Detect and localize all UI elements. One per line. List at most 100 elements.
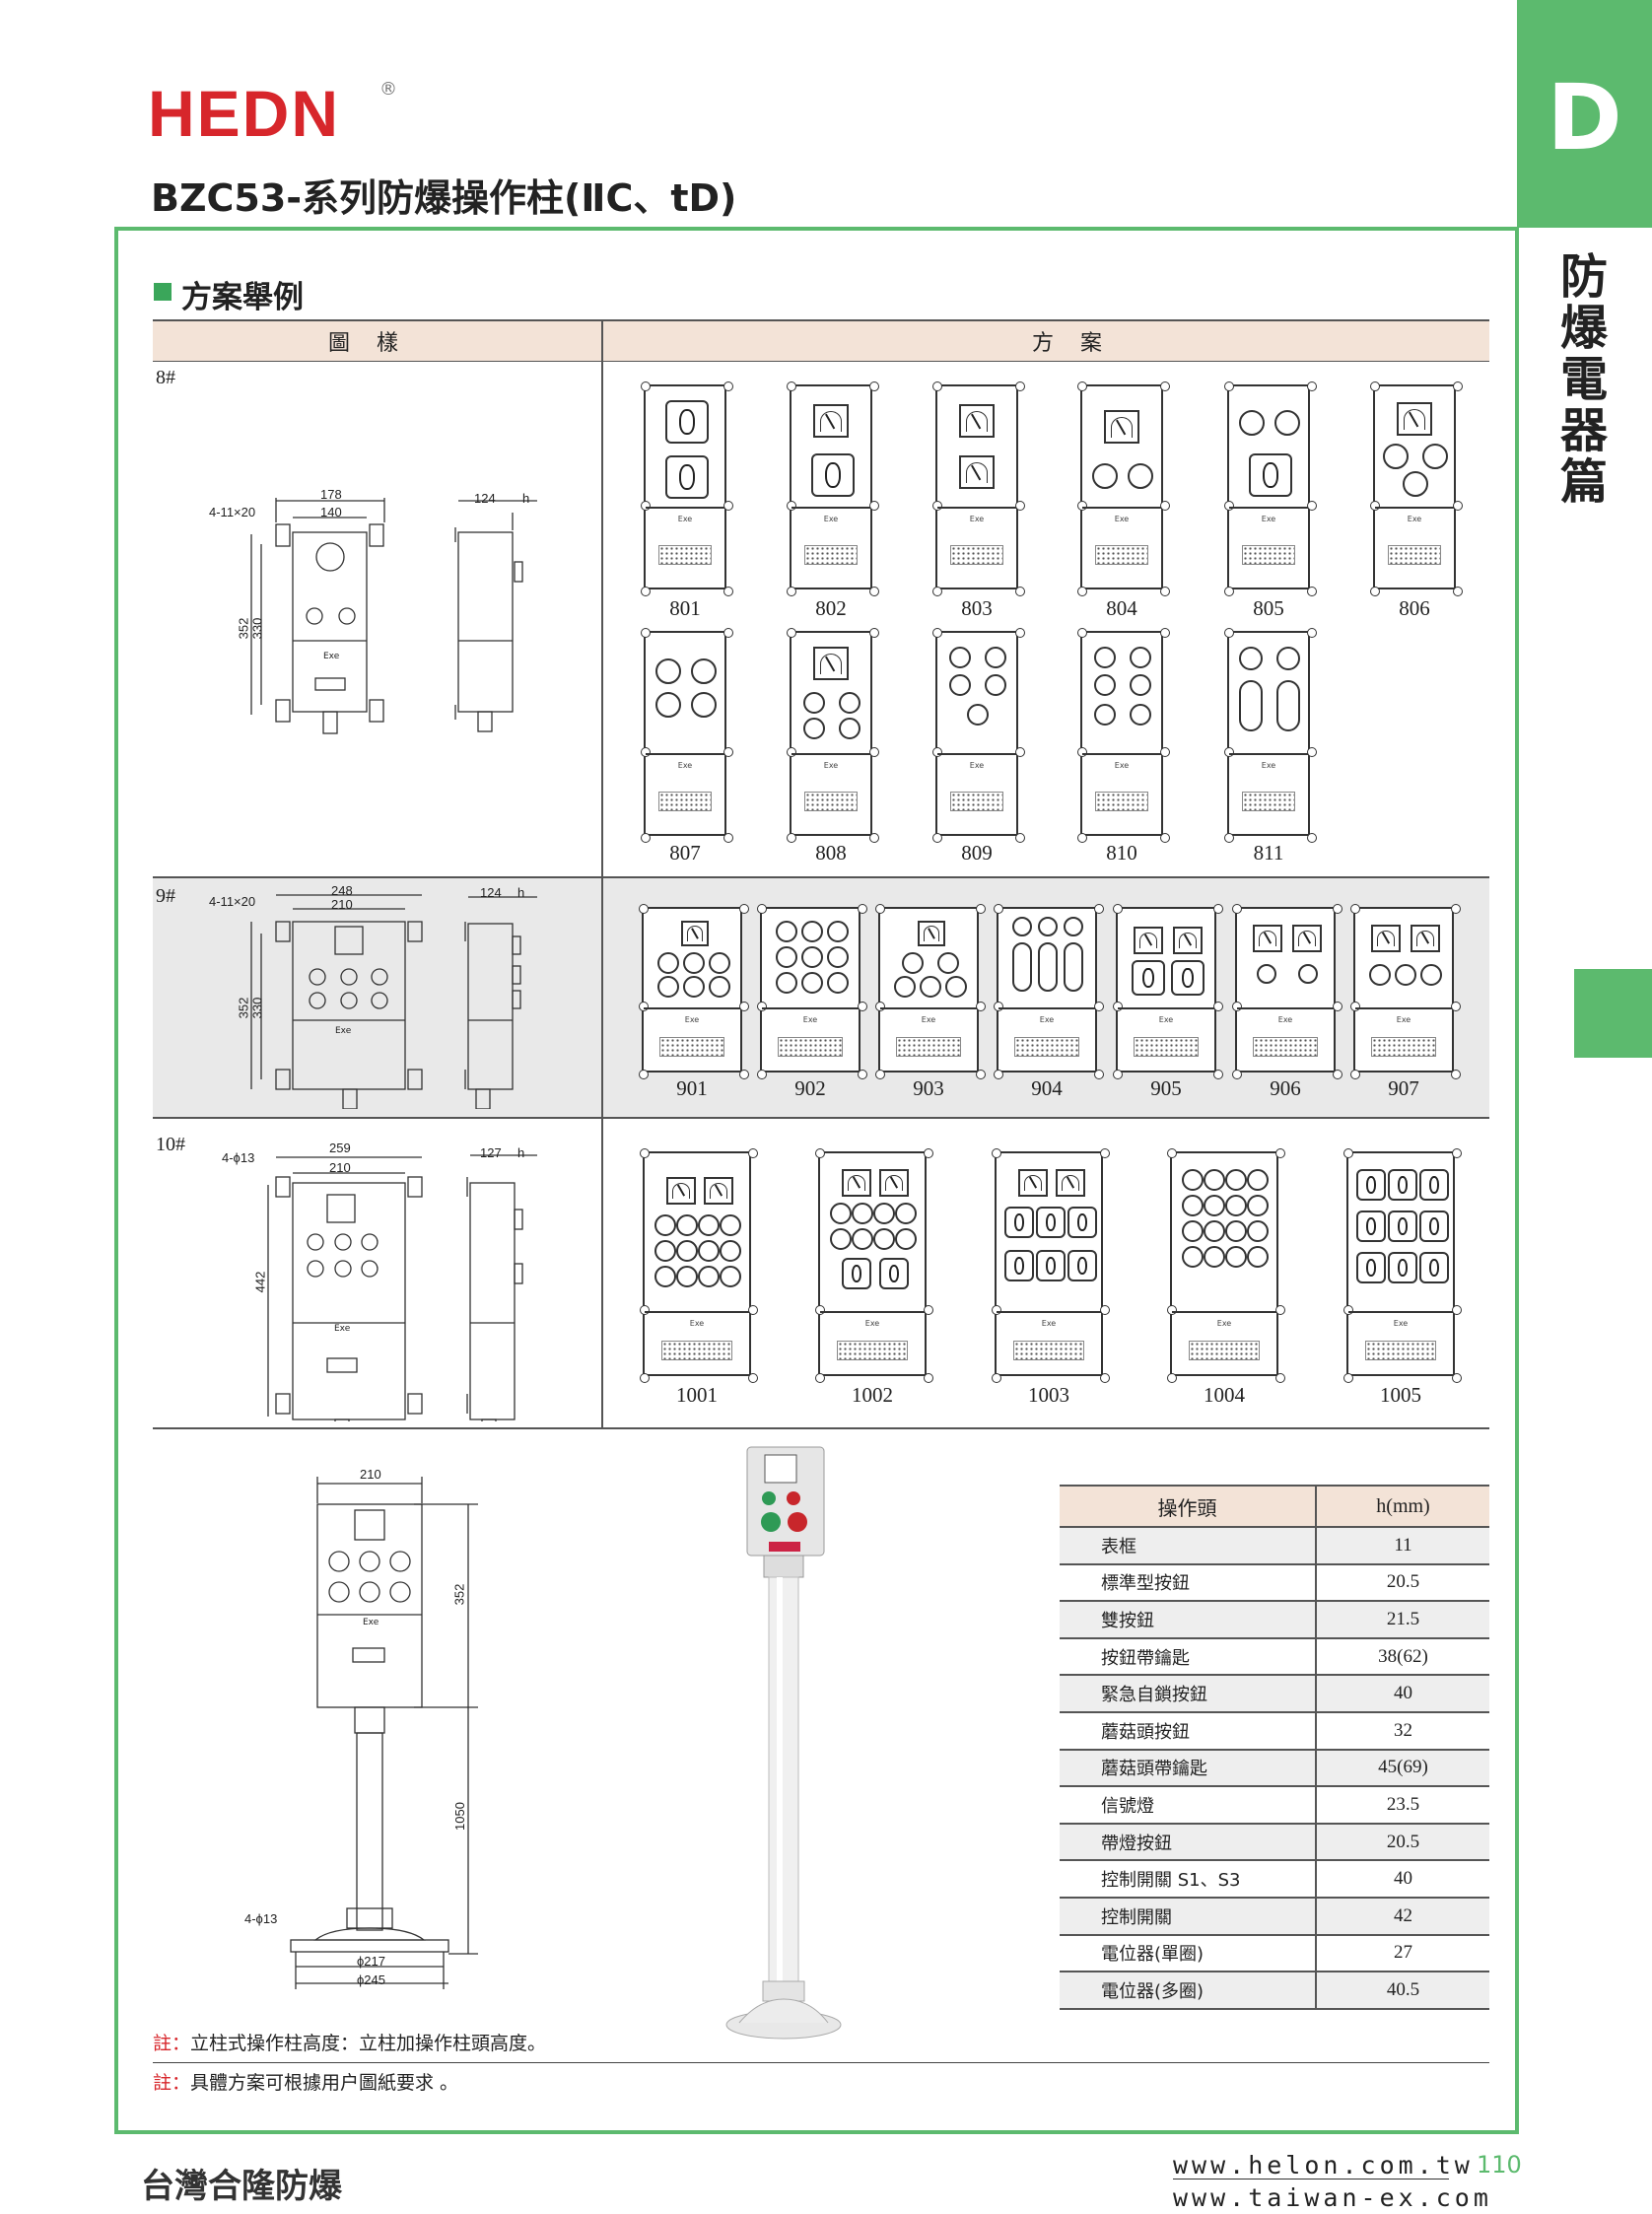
panel-exe-label: Exe (1277, 1015, 1293, 1024)
push-button-icon (1128, 463, 1153, 489)
row-label-9: 9# (156, 885, 175, 907)
dimension-lines-9 (250, 894, 537, 1109)
col-header-scheme: 方 案 (1032, 331, 1112, 356)
bolt-icon (1451, 1070, 1461, 1079)
push-button-icon (1276, 647, 1300, 670)
bolt-icon (739, 1070, 749, 1079)
operating-head-name: 按鈕帶鑰匙 (1060, 1637, 1317, 1677)
operating-head-height: 40.5 (1316, 1972, 1489, 2010)
push-button-icon (902, 952, 924, 974)
operating-head-name: 雙按鈕 (1060, 1601, 1317, 1639)
operating-head-name: 信號燈 (1060, 1786, 1317, 1825)
bolt-icon (723, 628, 733, 638)
bolt-icon (787, 587, 796, 596)
dim-w1: 178 (320, 487, 342, 502)
bolt-icon (1350, 904, 1360, 914)
bolt-icon (1224, 587, 1234, 596)
push-button-icon (720, 1214, 741, 1236)
bolt-icon (1077, 833, 1087, 843)
push-button-icon (801, 921, 823, 942)
footer-url-1[interactable]: www.helon.com.tw (1173, 2151, 1474, 2179)
selector-switch-icon (1004, 1250, 1034, 1281)
push-button-icon (803, 718, 825, 739)
bolt-icon (976, 904, 986, 914)
bolt-icon (640, 1373, 650, 1383)
bolt-icon (1213, 1070, 1223, 1079)
bolt-icon (748, 1148, 758, 1158)
bolt-icon (1224, 381, 1234, 391)
push-button-icon (654, 1266, 676, 1287)
scheme-caption: 804 (1106, 596, 1137, 620)
dim-h1: 442 (252, 1271, 268, 1293)
operating-head-name: 標準型按鈕 (1060, 1563, 1317, 1603)
bolt-icon (1077, 501, 1087, 511)
meter-icon (1371, 925, 1401, 952)
vent-grille (803, 792, 859, 811)
bolt-icon (748, 1373, 758, 1383)
meter-icon (1411, 925, 1440, 952)
operating-head-height: 20.5 (1316, 1823, 1489, 1862)
scheme-caption: 901 (676, 1076, 708, 1100)
push-button-icon (1094, 704, 1116, 726)
dim-w2: 140 (320, 505, 342, 519)
panel-divider (762, 1007, 859, 1009)
panel-exe-label: Exe (1396, 1015, 1411, 1024)
scheme-panel: Exe (1077, 381, 1170, 596)
scheme-panel: Exe (1167, 1148, 1285, 1383)
bolt-icon (932, 381, 942, 391)
footer-url-2[interactable]: www.taiwan-ex.com (1173, 2183, 1492, 2212)
note-text: 具體方案可根據用户圖紙要求 。 (190, 2072, 459, 2094)
meter-icon (959, 455, 995, 489)
bolt-icon (640, 1305, 650, 1315)
panel-divider (645, 1311, 749, 1313)
bolt-icon (641, 587, 651, 596)
scheme-caption: 907 (1388, 1076, 1419, 1100)
spec-header-height: h(mm) (1316, 1485, 1489, 1528)
dim-h2: 330 (249, 997, 265, 1019)
scheme-panel: Exe (815, 1148, 933, 1383)
bolt-icon (1370, 501, 1380, 511)
scheme-caption: 801 (669, 596, 701, 620)
panel-exe-label: Exe (684, 1015, 700, 1024)
panel-divider (937, 753, 1016, 755)
vent-grille (1013, 1037, 1080, 1057)
bolt-icon (1160, 381, 1170, 391)
bolt-icon (787, 747, 796, 757)
push-button-icon (1130, 704, 1151, 726)
push-button-icon (1092, 463, 1118, 489)
bolt-icon (1224, 747, 1234, 757)
row-separator (153, 876, 1489, 878)
scheme-panel: Exe (639, 904, 749, 1079)
bolt-icon (1113, 1070, 1123, 1079)
bolt-icon (1077, 587, 1087, 596)
push-button-icon (945, 976, 967, 998)
scheme-caption: 811 (1253, 841, 1284, 865)
bolt-icon (924, 1373, 933, 1383)
side-marker (1574, 969, 1652, 1058)
meter-icon (1292, 925, 1322, 952)
bolt-icon (932, 747, 942, 757)
scheme-panel: Exe (1343, 1148, 1462, 1383)
bolt-icon (1275, 1148, 1285, 1158)
dim-depth: 127 (480, 1145, 502, 1160)
meter-icon (1397, 402, 1432, 436)
bolt-icon (641, 833, 651, 843)
panel-exe-label: Exe (1114, 515, 1130, 523)
double-button-icon (1239, 680, 1263, 731)
bolt-icon (924, 1305, 933, 1315)
panel-exe-label: Exe (823, 515, 839, 523)
push-button-icon (839, 692, 860, 714)
selector-switch-icon (1004, 1207, 1034, 1238)
push-button-icon (1239, 410, 1265, 436)
bolt-icon (641, 747, 651, 757)
bolt-icon (858, 1070, 867, 1079)
vent-grille (657, 792, 713, 811)
push-button-icon (1038, 917, 1058, 936)
selector-switch-icon (1419, 1211, 1449, 1242)
scheme-caption: 1004 (1204, 1383, 1245, 1407)
operating-head-name: 緊急自鎖按鈕 (1060, 1675, 1317, 1713)
scheme-panel: Exe (1224, 628, 1317, 843)
